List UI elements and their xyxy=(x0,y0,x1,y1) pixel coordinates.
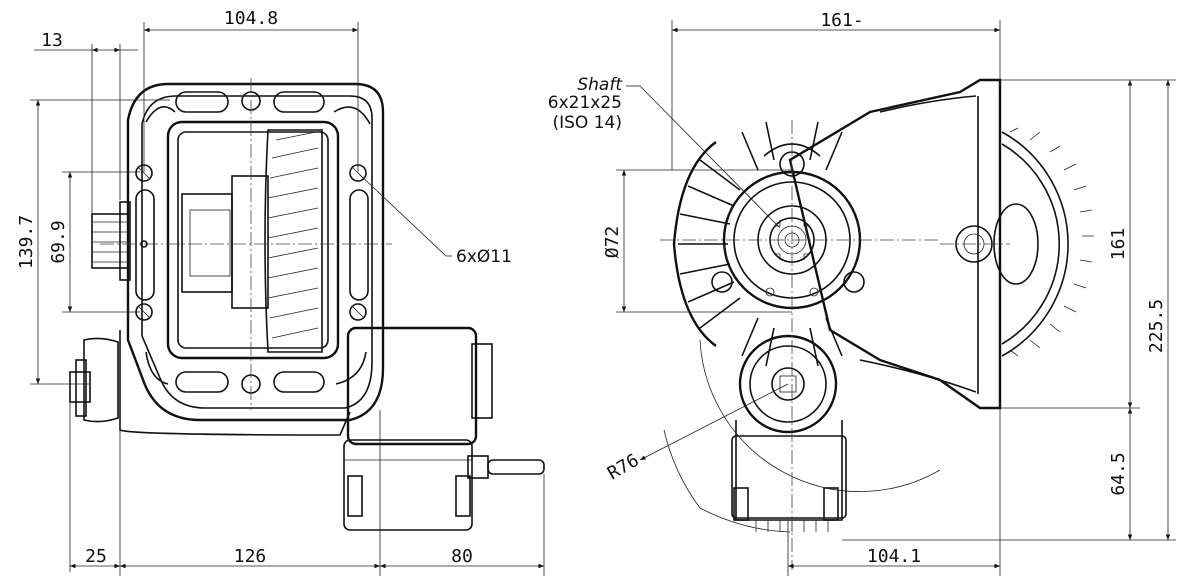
helical-gear xyxy=(181,129,323,353)
shaft-title: Shaft xyxy=(577,75,623,95)
dim-126: 126 xyxy=(234,546,267,567)
rear-housing xyxy=(788,78,1002,410)
ring-gear xyxy=(993,127,1094,357)
lower-housing xyxy=(69,326,545,531)
flange-outline xyxy=(126,82,385,422)
dim-r76: R76 xyxy=(604,450,643,484)
actuator-box xyxy=(346,326,478,446)
dim-25: 25 xyxy=(85,546,107,567)
shaft-spec: 6x21x25 xyxy=(548,93,622,113)
shaft-standard: (ISO 14) xyxy=(553,113,623,133)
dim-69-9: 69.9 xyxy=(48,220,69,263)
left-view: 104.8 13 139.7 69.9 25 xyxy=(16,8,545,576)
central-flange xyxy=(672,121,865,367)
holes-callout: 6xØ11 xyxy=(456,247,512,267)
right-dimensions: 161- Ø72 161 225.5 64.5 104.1 xyxy=(602,10,1176,576)
gear-cavity xyxy=(166,120,340,360)
dim-104-8: 104.8 xyxy=(224,8,278,29)
dim-161-top: 161- xyxy=(820,10,863,31)
dim-139-7: 139.7 xyxy=(16,215,37,269)
dim-64-5: 64.5 xyxy=(1108,452,1129,495)
dim-72: Ø72 xyxy=(602,226,623,259)
lower-pump xyxy=(731,334,847,532)
flange-slots xyxy=(135,91,371,393)
dim-80: 80 xyxy=(451,546,473,567)
dim-225-5: 225.5 xyxy=(1146,299,1167,353)
dim-13: 13 xyxy=(41,30,63,51)
left-dimensions: 104.8 13 139.7 69.9 25 xyxy=(16,8,545,576)
spline-shaft xyxy=(91,201,131,281)
right-view: R76 Shaft 6x21x25 (ISO 14) 161- Ø72 161 xyxy=(548,10,1176,576)
dim-104-1: 104.1 xyxy=(867,546,921,567)
dim-161-side: 161 xyxy=(1108,228,1129,261)
